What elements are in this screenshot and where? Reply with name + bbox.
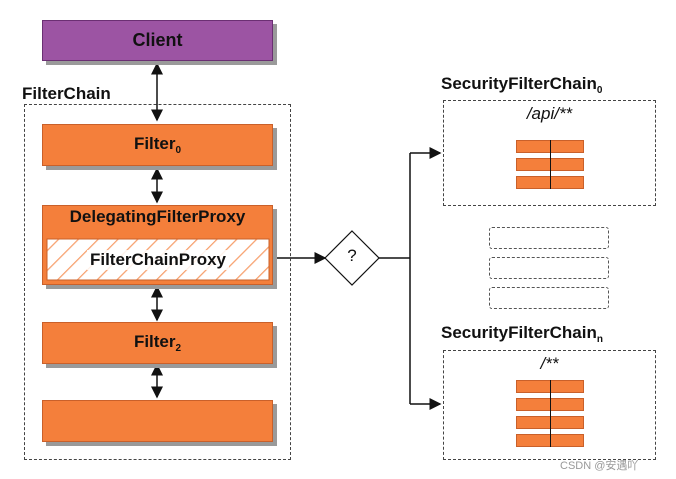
watermark: CSDN @安遇吖 [560,460,639,472]
security-chain-0-title: SecurityFilterChain0 [441,74,603,96]
filter-chain-proxy-box: FilterChainProxy [47,239,269,280]
security-chain-n-pattern: /** [540,354,559,373]
security-chain-n-connector [550,380,551,447]
security-chain-0-container [443,100,656,206]
filter-2-label: Filter2 [133,332,182,354]
security-chain-n-container [443,350,656,460]
placeholder-chain-1 [489,227,609,249]
filter-chain-container [24,104,291,460]
client-box: Client [42,20,273,61]
delegating-filter-proxy-label: DelegatingFilterProxy [69,207,246,226]
filter-0-box: Filter0 [42,124,273,166]
filter-chain-title: FilterChain [22,84,111,103]
security-chain-0-pattern: /api/** [526,104,573,123]
security-chain-0-filters [516,140,584,192]
placeholder-chain-2 [489,257,609,279]
client-label: Client [132,30,183,50]
filter-chain-proxy-label: FilterChainProxy [86,249,230,270]
filter-0-label: Filter0 [133,134,182,156]
decision-label: ? [347,246,357,265]
security-chain-0-connector [550,140,551,189]
servlet-box [42,400,273,442]
decision-diamond [324,230,380,286]
filter-2-box: Filter2 [42,322,273,364]
security-chain-n-filters [516,380,584,450]
placeholder-chain-3 [489,287,609,309]
security-chain-n-title: SecurityFilterChainn [441,323,603,345]
